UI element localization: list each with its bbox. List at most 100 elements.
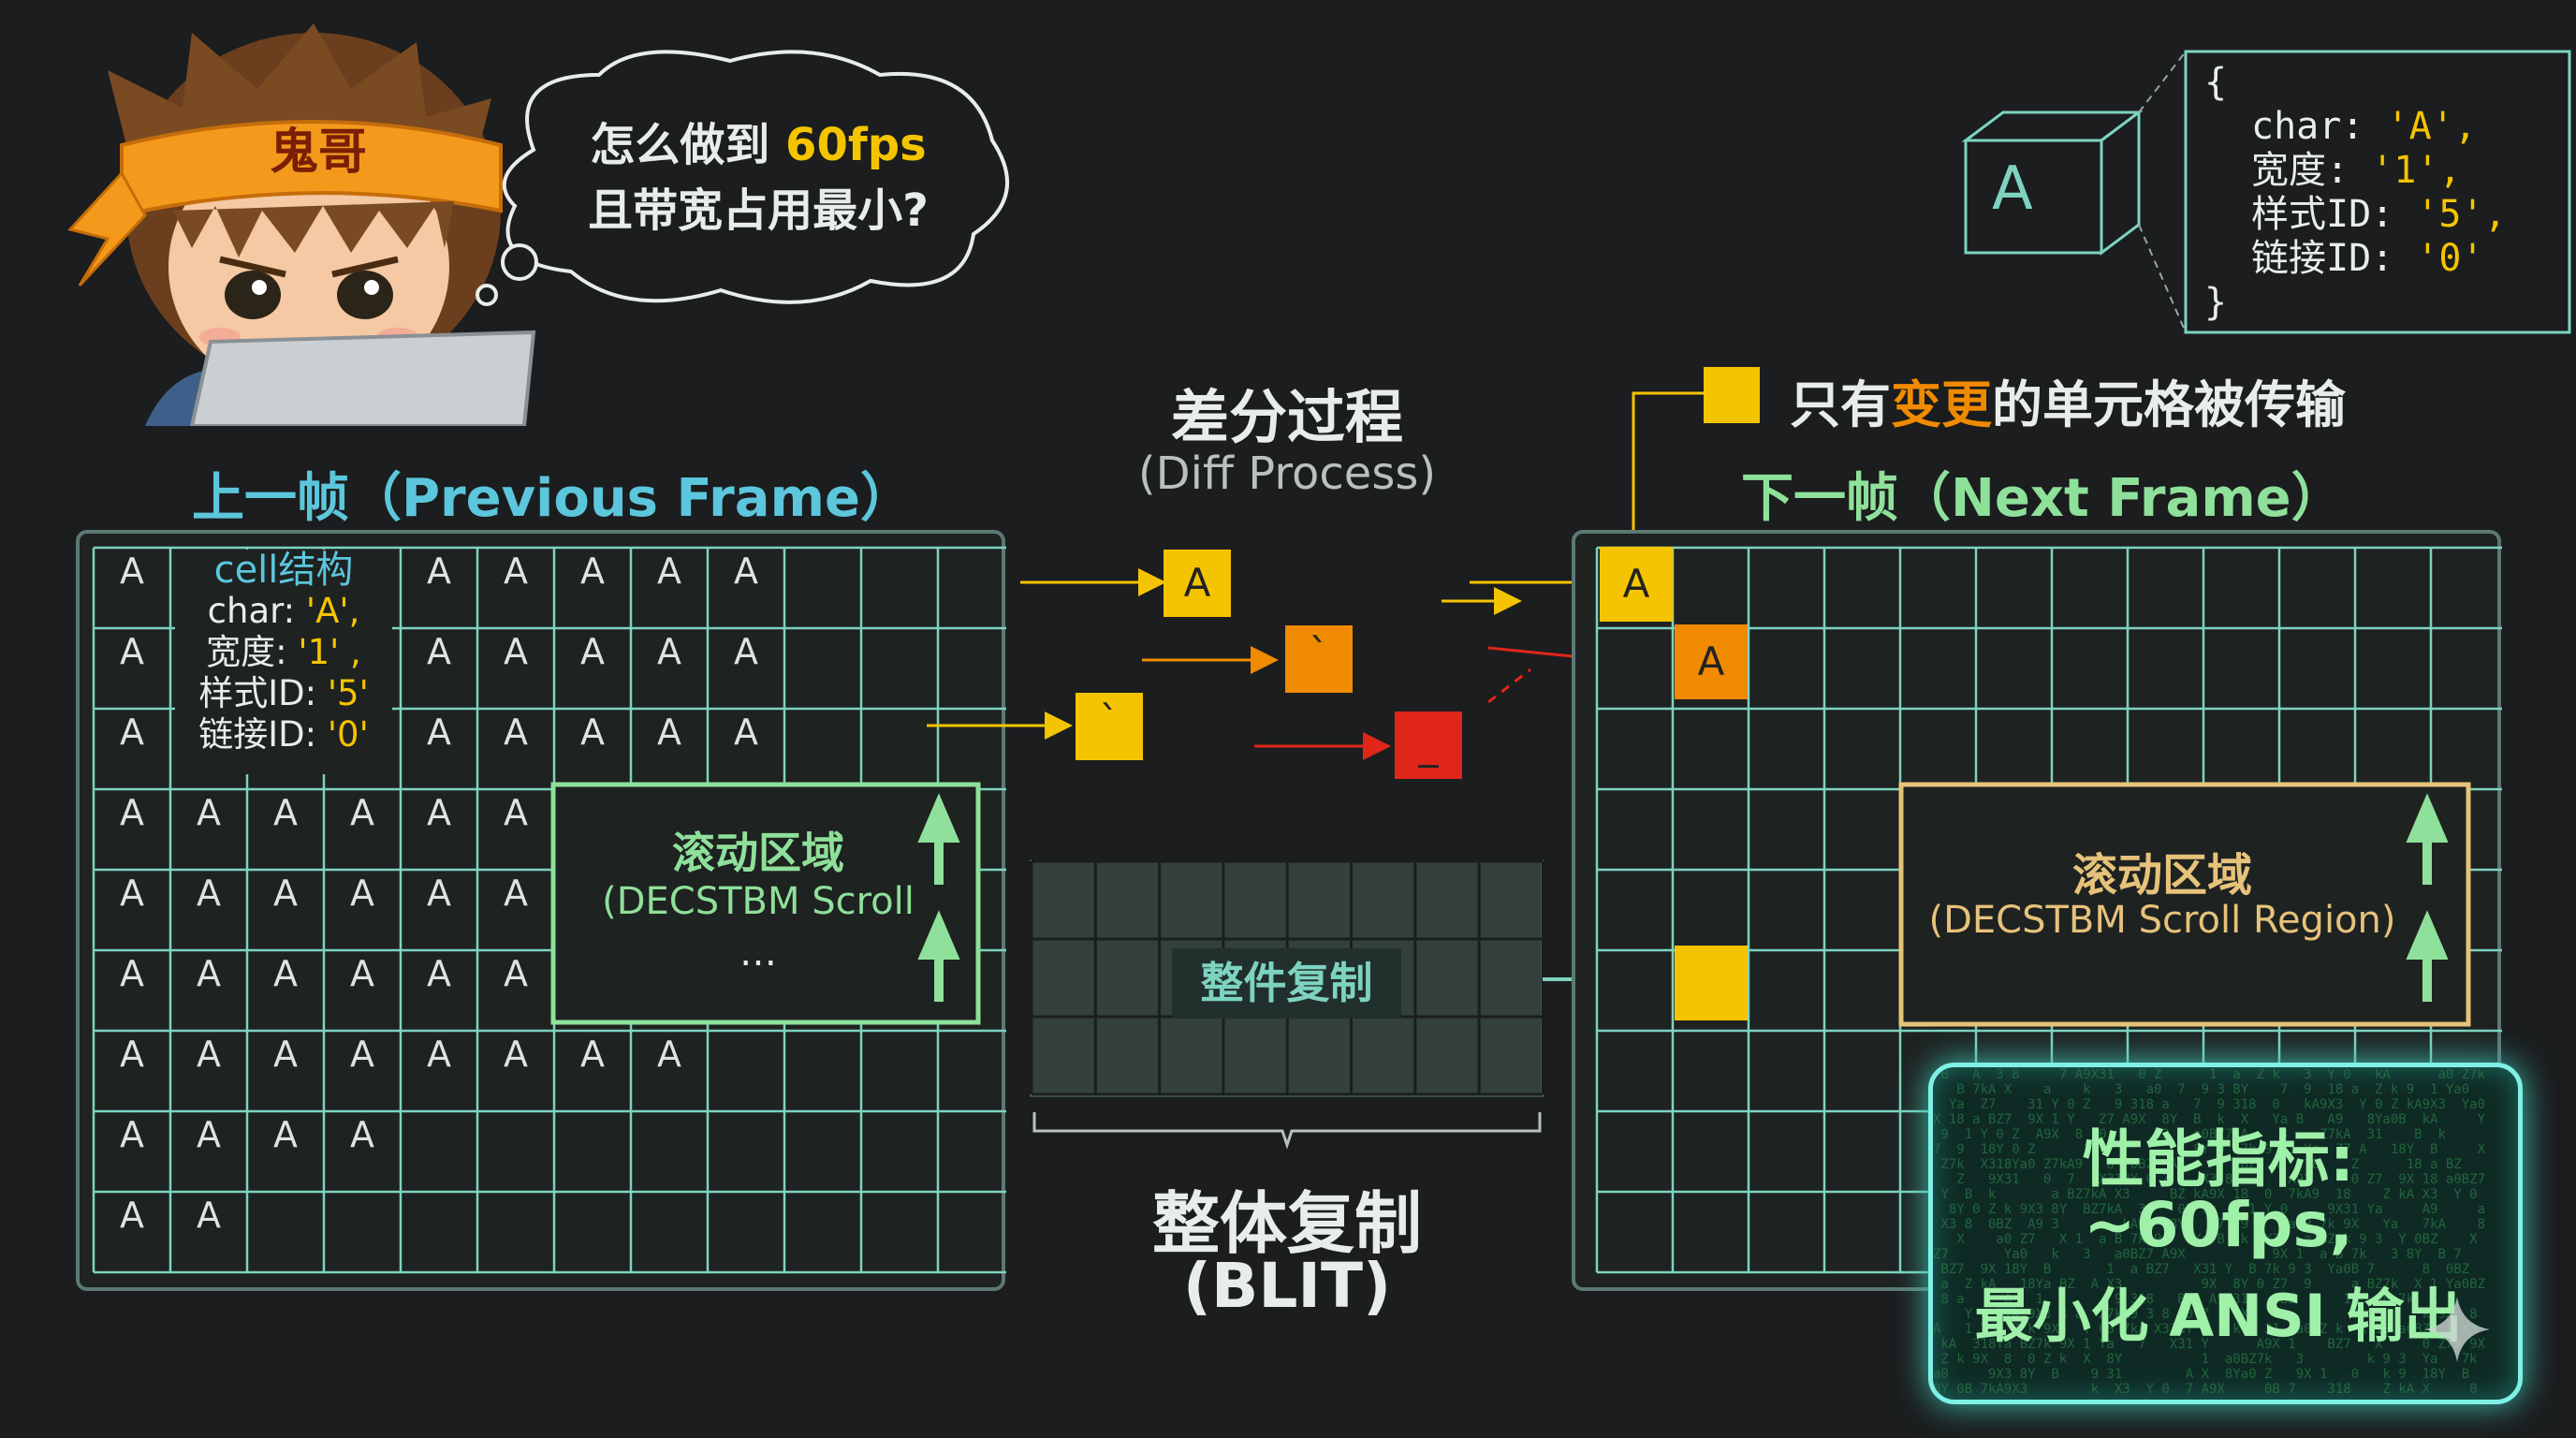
diff-cell-a: A (1164, 550, 1231, 617)
code-line1: char: 'A', (2204, 105, 2507, 149)
prev-cell-glyph: A (94, 550, 170, 592)
prev-scroll-more: … (571, 932, 945, 975)
bubble-line1-prefix: 怎么做到 (590, 119, 785, 171)
prev-cell-glyph: A (247, 1034, 324, 1075)
cell-structure-line4: 链接ID: '0' (175, 714, 392, 756)
legend-text: 只有变更的单元格被传输 (1790, 363, 2346, 437)
cell-structure-line1: char: 'A', (175, 591, 392, 632)
prev-cell-glyph: A (477, 792, 554, 833)
prev-cell-glyph: A (477, 953, 554, 994)
code-line2: 宽度: '1', (2204, 149, 2507, 193)
headband-text: 鬼哥 (248, 112, 388, 183)
prev-cell-glyph: A (401, 550, 477, 592)
prev-cell-glyph: A (94, 1034, 170, 1075)
prev-cell-glyph: A (324, 953, 401, 994)
bubble-line1-highlight: 60fps (785, 119, 927, 171)
prev-cell-glyph: A (708, 712, 784, 753)
cell-key: 样式ID: (198, 673, 328, 713)
cell-structure-line2: 宽度: '1' , (175, 632, 392, 673)
bubble-line1: 怎么做到 60fps (552, 108, 964, 173)
cell-value: '1' , (298, 632, 360, 672)
prev-cell-glyph: A (170, 792, 247, 833)
cube-glyph: A (1992, 154, 2033, 224)
prev-cell-glyph: A (631, 550, 708, 592)
bubble-line2: 且带宽占用最小? (552, 173, 964, 239)
prev-cell-glyph: A (401, 953, 477, 994)
prev-cell-glyph: A (708, 550, 784, 592)
prev-cell-glyph: A (324, 1034, 401, 1075)
legend-suffix: 的单元格被传输 (1992, 375, 2346, 434)
legend-highlight: 变更 (1891, 375, 1992, 434)
prev-cell-glyph: A (247, 1114, 324, 1155)
code-key: 宽度: (2251, 149, 2371, 192)
prev-cell-glyph: A (94, 712, 170, 753)
code-value: '5', (2416, 193, 2506, 236)
prev-cell-glyph: A (170, 873, 247, 914)
next-scroll-title: 滚动区域 (1910, 838, 2415, 903)
cell-value: 'A', (306, 591, 359, 631)
legend-swatch (1704, 367, 1760, 423)
prev-cell-glyph: A (631, 631, 708, 672)
prev-cell-glyph: A (247, 792, 324, 833)
prev-cell-glyph: A (170, 1195, 247, 1236)
diff-cell-backtick-2: ` (1076, 693, 1143, 760)
prev-cell-glyph: A (477, 1034, 554, 1075)
cell-key: 宽度: (206, 632, 298, 672)
prev-cell-glyph: A (247, 873, 324, 914)
next-changed-cell-2: A (1675, 624, 1748, 699)
prev-cell-glyph: A (477, 631, 554, 672)
prev-cell-glyph: A (401, 792, 477, 833)
legend-prefix: 只有 (1790, 375, 1891, 434)
prev-cell-glyph: A (631, 712, 708, 753)
diff-title: 差分过程 (1076, 370, 1498, 454)
cell-key: char: (208, 591, 306, 631)
diff-arrows (927, 524, 1638, 805)
prev-cell-glyph: A (401, 712, 477, 753)
code-value: '1', (2371, 149, 2461, 192)
cell-structure-line3: 样式ID: '5' (175, 673, 392, 714)
prev-frame-title: 上一帧（Previous Frame） (192, 456, 913, 532)
prev-cell-glyph: A (94, 1114, 170, 1155)
code-open: { (2204, 61, 2507, 105)
prev-cell-glyph: A (94, 631, 170, 672)
metrics-line2: ~60fps, (1938, 1189, 2499, 1261)
prev-cell-glyph: A (554, 550, 631, 592)
prev-cell-glyph: A (554, 1034, 631, 1075)
prev-cell-glyph: A (401, 1034, 477, 1075)
prev-cell-glyph: A (324, 792, 401, 833)
code-key: 链接ID: (2251, 237, 2416, 280)
prev-cell-structure: cell结构 char: 'A', 宽度: '1' , 样式ID: '5' 链接… (175, 550, 392, 774)
code-value: '0' (2416, 237, 2483, 280)
cell-key: 链接ID: (198, 714, 328, 755)
metrics-line1: 性能指标: (1938, 1109, 2499, 1199)
prev-cell-glyph: A (170, 953, 247, 994)
code-close: } (2204, 281, 2507, 325)
prev-scroll-subtitle: (DECSTBM Scroll (571, 880, 945, 923)
diff-cell-underscore: _ (1395, 712, 1462, 779)
prev-cell-glyph: A (631, 1034, 708, 1075)
prev-cell-glyph: A (477, 550, 554, 592)
prev-cell-glyph: A (708, 631, 784, 672)
diff-subtitle: (Diff Process) (1076, 448, 1498, 500)
prev-cell-glyph: A (554, 712, 631, 753)
character-illustration (51, 14, 538, 426)
prev-cell-glyph: A (94, 792, 170, 833)
next-changed-cell-3 (1675, 946, 1748, 1020)
prev-cell-glyph: A (401, 631, 477, 672)
prev-cell-glyph: A (324, 873, 401, 914)
next-frame-title: 下一帧（Next Frame） (1741, 456, 2344, 532)
blit-inner-label: 整件复制 (1172, 948, 1401, 1019)
prev-cell-glyph: A (477, 712, 554, 753)
sparkle-icon (2424, 1297, 2490, 1362)
prev-cell-glyph: A (170, 1034, 247, 1075)
prev-cell-glyph: A (94, 1195, 170, 1236)
diff-cell-backtick-1: ` (1285, 625, 1353, 693)
prev-cell-glyph: A (324, 1114, 401, 1155)
cell-structure-title: cell结构 (175, 550, 392, 591)
prev-scroll-title: 滚动区域 (571, 819, 945, 881)
prev-cell-glyph: A (94, 953, 170, 994)
cell-value: '0' (328, 714, 369, 755)
prev-cell-glyph: A (247, 953, 324, 994)
code-key: 样式ID: (2251, 193, 2416, 236)
prev-cell-glyph: A (554, 631, 631, 672)
